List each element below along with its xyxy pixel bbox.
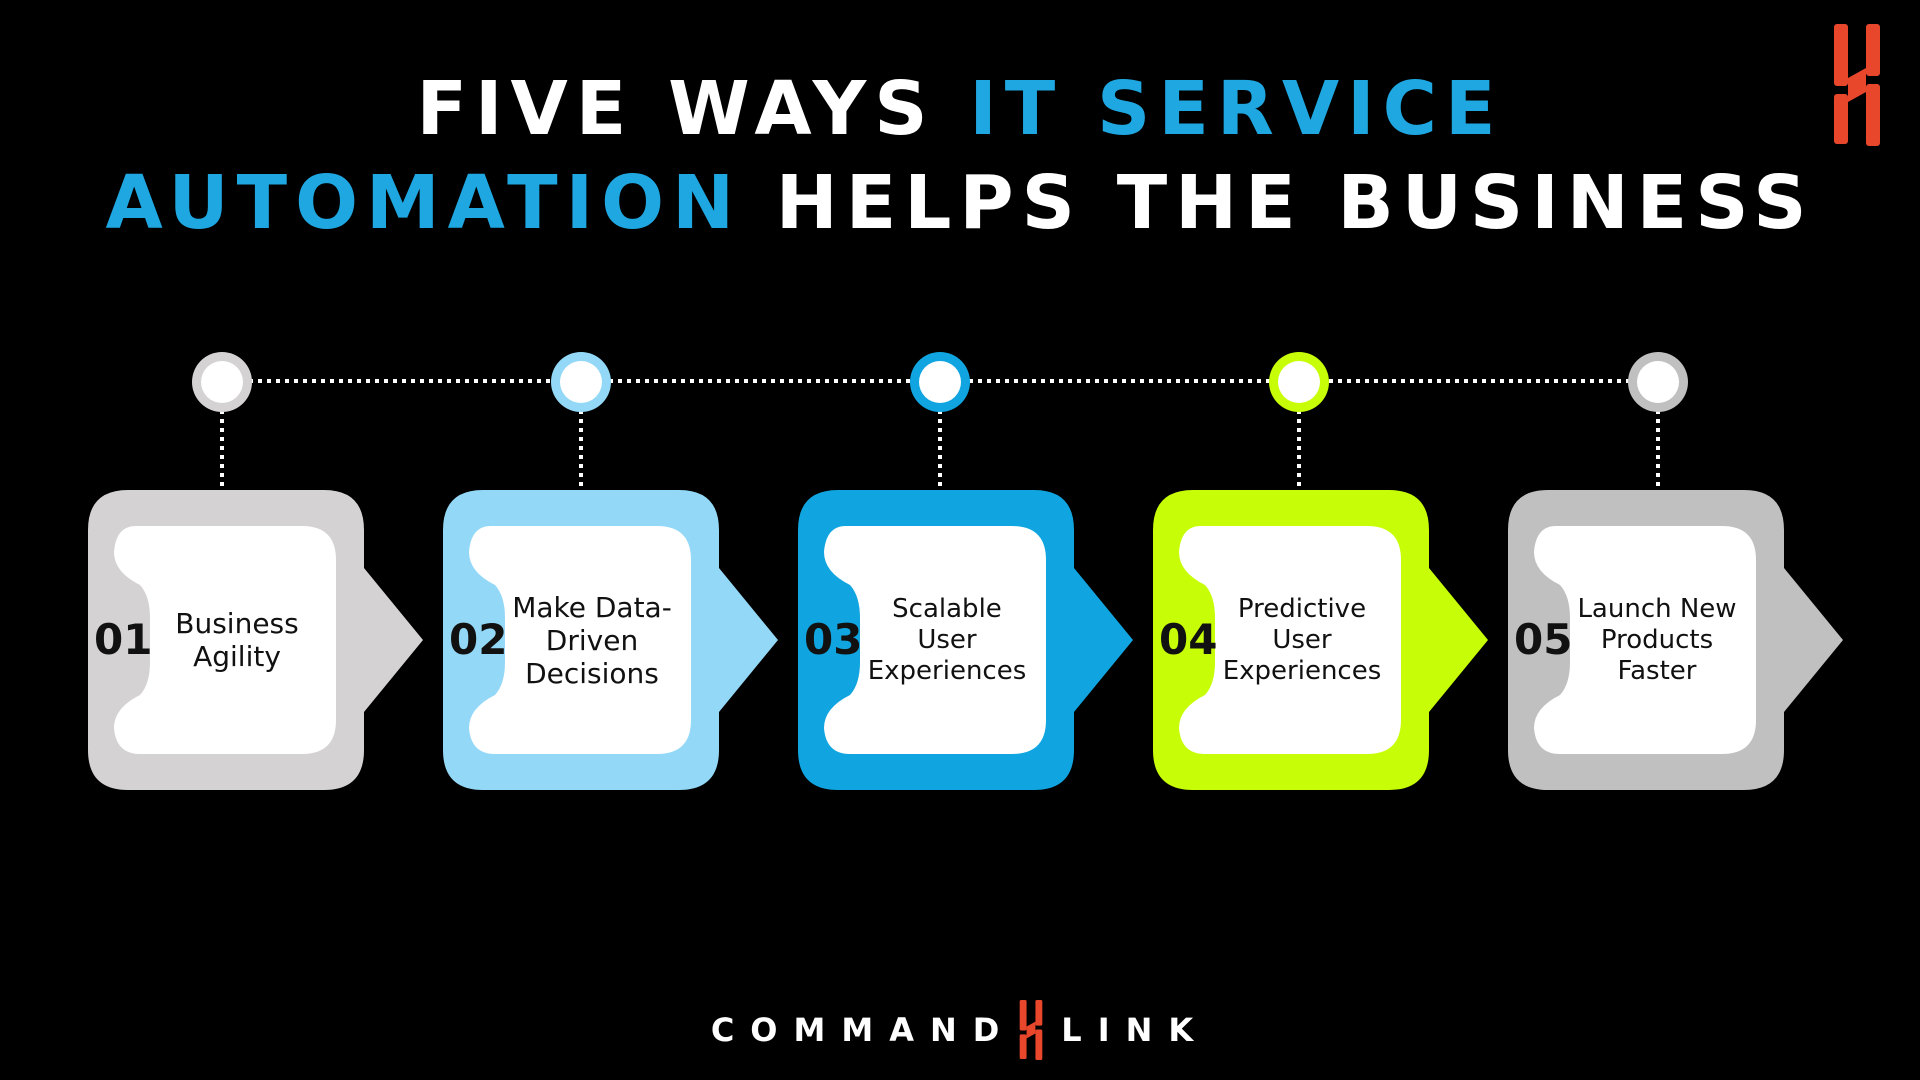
step-shape-3: [798, 490, 1133, 790]
timeline-node-3: [910, 352, 970, 412]
step-label: Launch New Products Faster: [1577, 593, 1737, 686]
title-part-3: AUTOMATION: [105, 160, 742, 246]
step-number: 01: [94, 615, 153, 664]
title-part-1: FIVE WAYS: [416, 66, 970, 152]
step-card-5: 05 Launch New Products Faster: [1508, 490, 1848, 790]
step-number: 05: [1514, 615, 1573, 664]
step-label: Predictive User Experiences: [1222, 593, 1382, 686]
step-shape-5: [1508, 490, 1843, 790]
step-shape-1: [88, 490, 423, 790]
timeline-node-2: [551, 352, 611, 412]
step-card-2: 02 Make Data- Driven Decisions: [443, 490, 783, 790]
title-part-4: HELPS THE BUSINESS: [742, 160, 1815, 246]
step-label: Business Agility: [175, 607, 299, 673]
step-label: Make Data- Driven Decisions: [512, 590, 672, 690]
title-part-2: IT SERVICE: [969, 66, 1504, 152]
brand-left: COMMAND: [710, 1011, 1016, 1049]
brand-right: LINK: [1061, 1011, 1210, 1049]
timeline-node-1: [192, 352, 252, 412]
commandlink-mark-icon: [1834, 24, 1880, 146]
step-shape-2: [443, 490, 778, 790]
page-title: FIVE WAYS IT SERVICE AUTOMATION HELPS TH…: [0, 62, 1920, 250]
step-shape-4: [1153, 490, 1488, 790]
step-number: 03: [804, 615, 863, 664]
step-label: Scalable User Experiences: [867, 593, 1027, 686]
step-card-3: 03 Scalable User Experiences: [798, 490, 1138, 790]
brand-logo: COMMAND LINK: [0, 999, 1920, 1061]
commandlink-mark-icon: [1019, 999, 1043, 1061]
timeline-node-5: [1628, 352, 1688, 412]
step-number: 04: [1159, 615, 1218, 664]
step-card-4: 04 Predictive User Experiences: [1153, 490, 1493, 790]
step-card-1: 01 Business Agility: [88, 490, 428, 790]
step-number: 02: [449, 615, 508, 664]
timeline-node-4: [1269, 352, 1329, 412]
